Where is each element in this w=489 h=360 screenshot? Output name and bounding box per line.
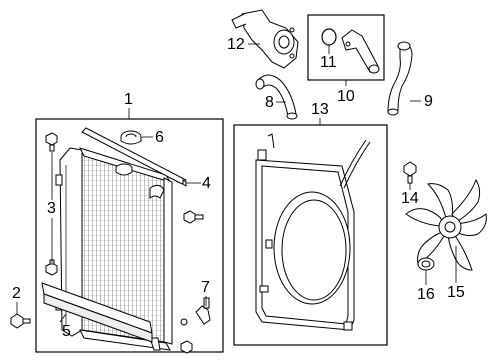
radiator-cap — [121, 131, 141, 144]
callout-2: 2 — [12, 285, 21, 302]
bolt-right-lower — [181, 341, 192, 353]
radiator-assembly — [56, 148, 172, 350]
callout-5: 5 — [62, 323, 71, 340]
water-outlet-fitting — [342, 30, 379, 73]
drain-cock-plug — [196, 298, 210, 324]
leader-5 — [59, 313, 67, 323]
callout-8: 8 — [265, 94, 274, 111]
lower-radiator-hose — [388, 42, 412, 115]
fan-bolt — [404, 162, 416, 183]
radiator-group-frame — [35, 118, 224, 353]
water-inlet-housing — [232, 10, 298, 68]
callout-15: 15 — [447, 284, 465, 301]
leader-lines — [16, 43, 457, 323]
upper-radiator-hose — [256, 75, 297, 119]
callout-13: 13 — [311, 101, 329, 118]
callout-12: 12 — [227, 36, 245, 53]
thermostat-gasket — [322, 29, 336, 45]
callout-7: 7 — [201, 279, 210, 296]
callout-16: 16 — [417, 286, 435, 303]
mounting-bolt-lower — [46, 260, 57, 275]
cooling-fan — [406, 180, 486, 270]
mounting-bolt-upper — [46, 133, 57, 151]
callout-10: 10 — [337, 88, 355, 105]
bolt-right-upper — [184, 211, 203, 223]
callout-4: 4 — [202, 175, 211, 192]
callout-9: 9 — [424, 93, 433, 110]
callout-3: 3 — [47, 200, 56, 217]
callout-6: 6 — [155, 129, 164, 146]
drain-cock-oring — [181, 319, 187, 325]
fan-shroud — [256, 150, 354, 330]
callout-11: 11 — [320, 54, 337, 71]
overflow-tube — [268, 134, 370, 188]
lower-baffle-seal — [42, 283, 152, 342]
fan-shroud-group-frame — [233, 124, 388, 346]
fan-clutch-nut — [418, 258, 434, 270]
callout-1: 1 — [124, 91, 133, 108]
bracket-bolt — [11, 314, 30, 328]
upper-seal-strip — [82, 128, 186, 186]
callout-14: 14 — [401, 190, 419, 207]
